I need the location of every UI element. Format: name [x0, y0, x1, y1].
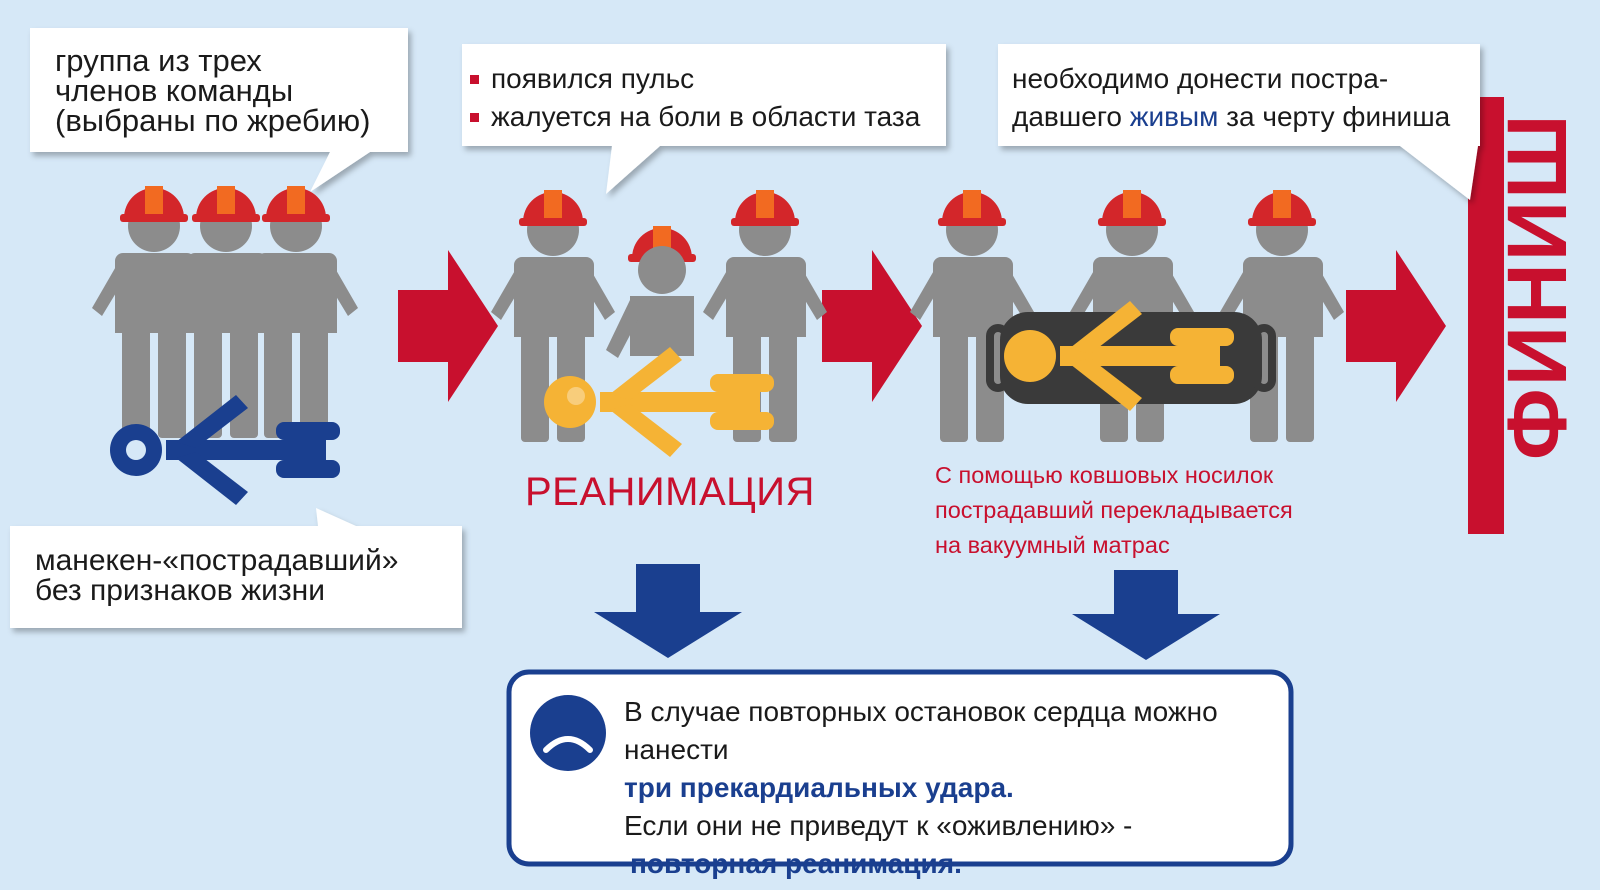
note-line: Если они не приведут к «оживлению» -: [624, 810, 1133, 841]
caption-line: на вакуумный матрас: [935, 532, 1170, 558]
note-line: повторная реанимация.: [624, 845, 1264, 883]
team-bubble-text: группа из трех членов команды (выбраны п…: [55, 43, 415, 138]
team-line: (выбраны по жребию): [55, 103, 371, 138]
goal-bubble: [998, 44, 1480, 200]
note-text: В случае повторных остановок сердца можн…: [624, 693, 1264, 883]
note-box: [506, 669, 1294, 867]
note-bold: три прекардиальных удара.: [624, 772, 1014, 803]
kneeling-person-icon: [606, 226, 696, 358]
list-item: жалуется на боли в области таза: [466, 98, 946, 136]
bullet-icon: [470, 74, 479, 84]
pulse-line: появился пульс: [491, 63, 695, 94]
mannequin-bubble-text: манекен-«пострадавший» без признаков жиз…: [35, 546, 465, 606]
pulse-bubble-text: появился пульс жалуется на боли в област…: [466, 60, 946, 136]
reanimation-scene: [491, 190, 827, 457]
bullet-icon: [470, 112, 479, 122]
caption-line: пострадавший перекладывается: [935, 497, 1293, 523]
list-item: появился пульс: [466, 60, 946, 98]
arrow-right-icon: [398, 250, 498, 402]
mannequin-line: манекен-«пострадавший»: [35, 544, 399, 577]
pulse-bubble: [462, 44, 946, 194]
stretcher-caption: С помощью ковшовых носилок пострадавший …: [935, 458, 1375, 563]
finish-label: ФИНИШ: [1490, 112, 1584, 460]
team-group: [92, 186, 358, 505]
caption-line: С помощью ковшовых носилок: [935, 462, 1274, 488]
goal-highlight: живым: [1129, 101, 1219, 132]
team-line: группа из трех: [55, 43, 262, 78]
note-line: В случае повторных остановок сердца можн…: [624, 696, 1218, 727]
team-line: членов команды: [55, 73, 294, 108]
note-bold: повторная реанимация.: [630, 848, 962, 879]
goal-bubble-text: необходимо донести постра- давшего живым…: [1012, 60, 1482, 136]
note-line: нанести три прекардиальных удара.: [624, 731, 1264, 807]
arrow-down-icon: [594, 564, 742, 658]
arrow-down-icon: [1072, 570, 1220, 660]
reanimation-label: РЕАНИМАЦИЯ: [525, 470, 815, 514]
mannequin-bubble: [10, 508, 462, 628]
team-bubble: [30, 28, 408, 192]
goal-text: давшего: [1012, 101, 1130, 132]
goal-line: необходимо донести постра-: [1012, 63, 1389, 94]
goal-text: за черту финиша: [1218, 101, 1451, 132]
arrow-right-icon: [1346, 250, 1446, 402]
goal-line: давшего живым за черту финиша: [1012, 98, 1482, 136]
mannequin-line: без признаков жизни: [35, 574, 325, 607]
note-text-part: нанести: [624, 734, 729, 765]
sad-face-icon: [530, 695, 606, 771]
arrow-right-icon: [822, 250, 922, 402]
pulse-line: жалуется на боли в области таза: [491, 101, 921, 132]
stretcher-scene: [910, 190, 1344, 442]
